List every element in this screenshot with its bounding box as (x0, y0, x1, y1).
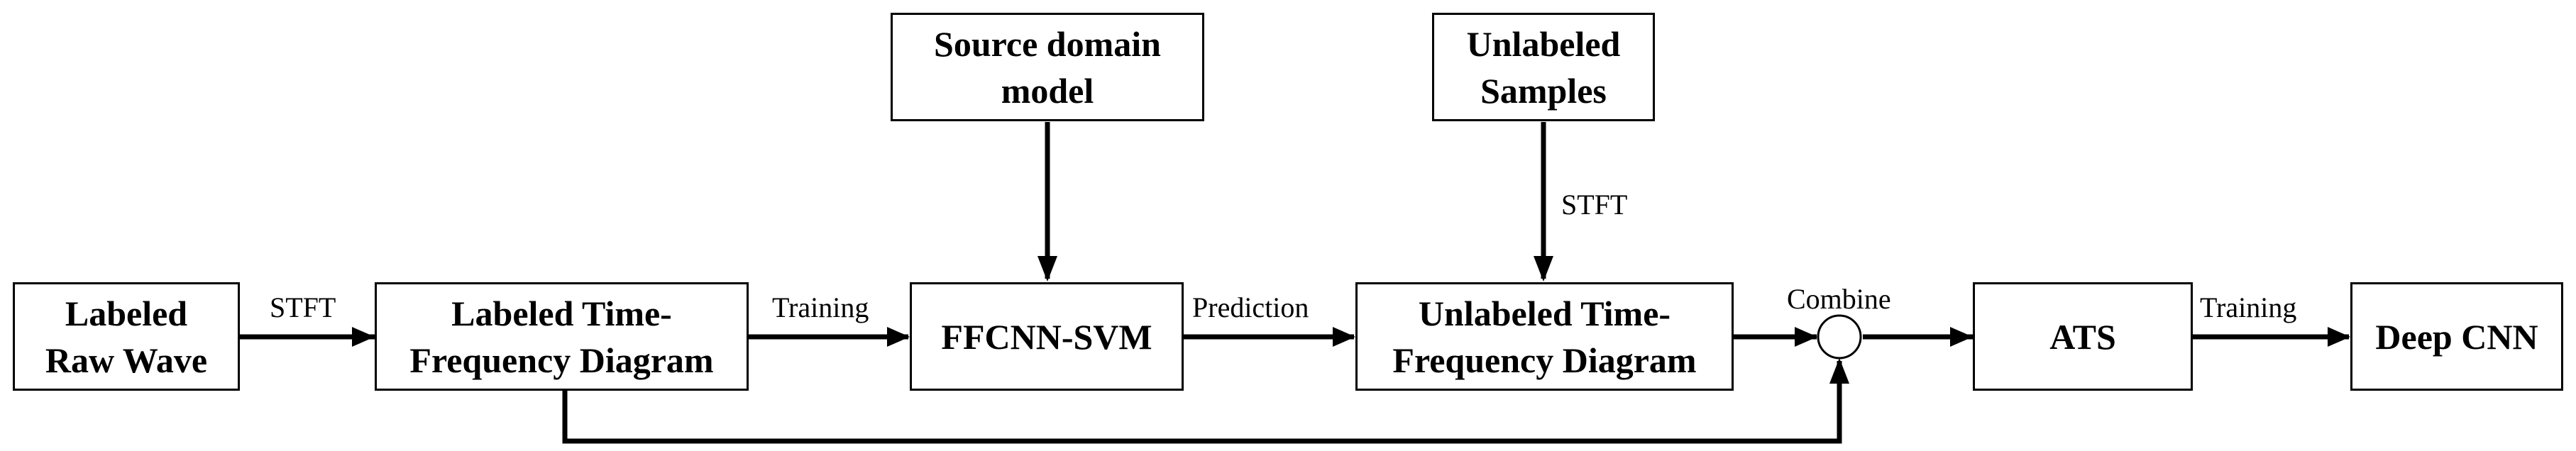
arrowhead-training-1 (887, 327, 910, 347)
node-deep-cnn-label: Deep CNN (2375, 316, 2538, 357)
node-ffcnn-svm-label: FFCNN-SVM (941, 316, 1152, 357)
edge-label-prediction: Prediction (1192, 291, 1309, 323)
arrowhead-feedback (1829, 358, 1849, 384)
node-deep-cnn: Deep CNN (2350, 282, 2563, 391)
arrow-labeled-tf-to-combine (562, 361, 1842, 444)
node-labeled-raw-wave: Labeled Raw Wave (13, 282, 240, 391)
node-unlabeled-tf-diagram: Unlabeled Time- Frequency Diagram (1355, 282, 1734, 391)
node-unlabeled-samples: Unlabeled Samples (1432, 13, 1655, 121)
node-ats-label: ATS (2049, 316, 2116, 357)
node-ffcnn-svm: FFCNN-SVM (910, 282, 1184, 391)
edge-label-stft-1: STFT (270, 291, 336, 323)
arrowhead-samples (1534, 256, 1553, 282)
node-ats: ATS (1973, 282, 2193, 391)
arrowhead-training-2 (2328, 327, 2350, 347)
node-source-domain-model-label: Source domain model (934, 23, 1161, 111)
arrowhead-source (1037, 256, 1057, 282)
arrowhead-to-ats (1950, 327, 1973, 347)
node-source-domain-model: Source domain model (891, 13, 1204, 121)
arrowhead-raw (352, 327, 375, 347)
edge-label-training-1: Training (772, 291, 869, 323)
node-labeled-raw-wave-label: Labeled Raw Wave (45, 293, 208, 380)
combine-node (1817, 314, 1862, 360)
node-unlabeled-tf-diagram-label: Unlabeled Time- Frequency Diagram (1392, 293, 1697, 380)
edge-label-combine: Combine (1787, 283, 1891, 315)
node-labeled-tf-diagram: Labeled Time- Frequency Diagram (375, 282, 749, 391)
node-labeled-tf-diagram-label: Labeled Time- Frequency Diagram (409, 293, 714, 380)
edge-label-stft-2: STFT (1561, 189, 1628, 221)
node-unlabeled-samples-label: Unlabeled Samples (1466, 23, 1621, 111)
arrowhead-prediction (1333, 327, 1355, 347)
edge-label-training-2: Training (2200, 291, 2297, 323)
arrowhead-to-combine (1795, 327, 1817, 347)
